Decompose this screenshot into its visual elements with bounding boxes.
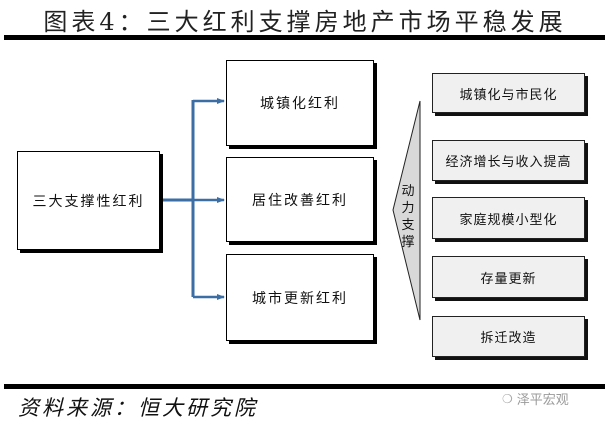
driver-box: 拆迁改造 [432, 316, 585, 357]
dividend-box: 居住改善红利 [226, 157, 374, 242]
dividend-label: 城市更新红利 [252, 290, 348, 307]
driver-label: 城镇化与市民化 [459, 87, 558, 103]
dividend-label: 城镇化红利 [260, 96, 340, 112]
driver-label: 存量更新 [480, 271, 537, 287]
driver-label: 拆迁改造 [480, 331, 537, 346]
figure-title: 图表4：三大红利支撑房地产市场平稳发展 [43, 8, 567, 36]
wechat-icon: ❍ [502, 391, 513, 406]
driver-label: 家庭规模小型化 [459, 212, 558, 228]
watermark: ❍ 泽平宏观 [502, 389, 569, 409]
source-note: 资料来源：恒大研究院 [18, 396, 258, 420]
driver-chevron [392, 100, 421, 321]
driver-box: 家庭规模小型化 [432, 197, 585, 239]
root-box: 三大支撑性红利 [17, 151, 160, 250]
dividend-box: 城市更新红利 [226, 254, 374, 341]
driver-box: 城镇化与市民化 [432, 73, 585, 113]
dividend-box: 城镇化红利 [226, 60, 374, 146]
root-label: 三大支撑性红利 [32, 193, 145, 210]
title-divider [4, 35, 605, 40]
driver-chevron-label: 动力支撑 [401, 184, 415, 250]
driver-label: 经济增长与收入提高 [445, 155, 572, 170]
dividend-label: 居住改善红利 [252, 192, 348, 209]
watermark-text: 泽平宏观 [516, 393, 569, 408]
source-divider [4, 384, 605, 389]
driver-box: 经济增长与收入提高 [432, 140, 585, 181]
driver-box: 存量更新 [432, 256, 585, 298]
